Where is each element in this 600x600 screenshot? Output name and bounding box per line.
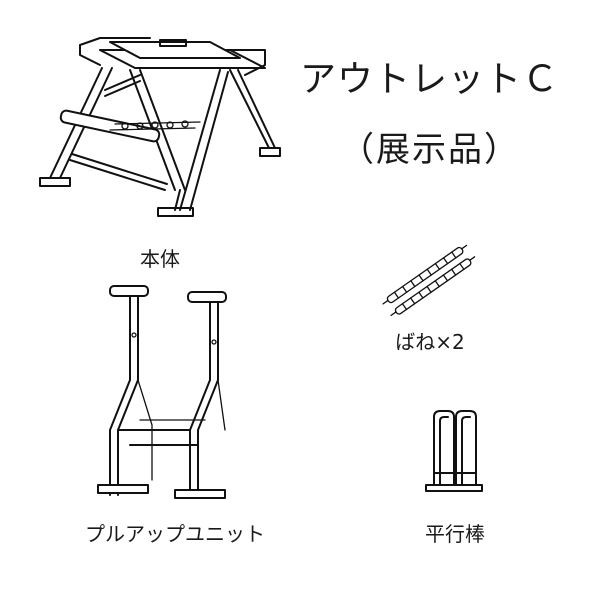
part-label-main-body: 本体	[140, 247, 180, 271]
pull-up-unit-illustration	[97, 285, 227, 499]
parallel-bars-illustration	[425, 410, 483, 492]
page-subtitle: （展示品）	[340, 130, 520, 170]
main-body-illustration	[39, 37, 281, 217]
part-label-parallel-bars: 平行棒	[425, 522, 485, 546]
springs-illustration	[382, 244, 476, 316]
part-label-pull-up-unit: プルアップユニット	[85, 522, 265, 546]
part-label-springs: ばね×2	[395, 330, 465, 354]
page-title: アウトレットＣ	[300, 59, 560, 100]
